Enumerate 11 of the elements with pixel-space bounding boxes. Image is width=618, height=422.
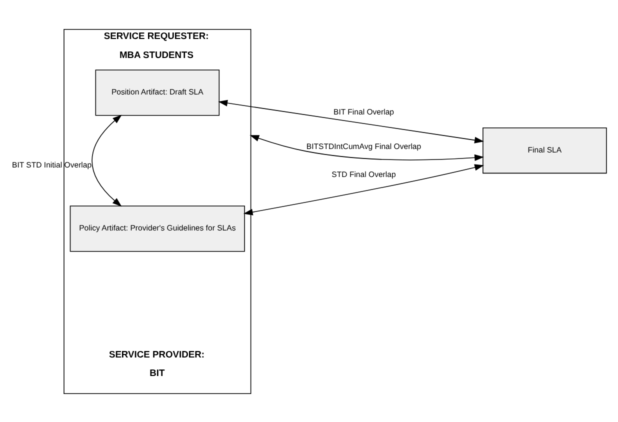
arrow xyxy=(250,134,484,160)
node-box: Position Artifact: Draft SLA xyxy=(95,69,220,116)
arrow xyxy=(218,99,484,143)
node-box: Final SLA xyxy=(482,126,607,174)
edge-label: BIT Final Overlap xyxy=(333,107,394,116)
edge-label: STD Final Overlap xyxy=(332,170,396,179)
edge-label: BIT STD Initial Overlap xyxy=(12,160,92,169)
arrow xyxy=(243,164,484,215)
node-box: Policy Artifact: Provider's Guidelines for SLAs xyxy=(70,205,245,252)
edge-label: BITSTDIntCumAvg Final Overlap xyxy=(306,141,422,150)
arrow xyxy=(92,114,122,206)
